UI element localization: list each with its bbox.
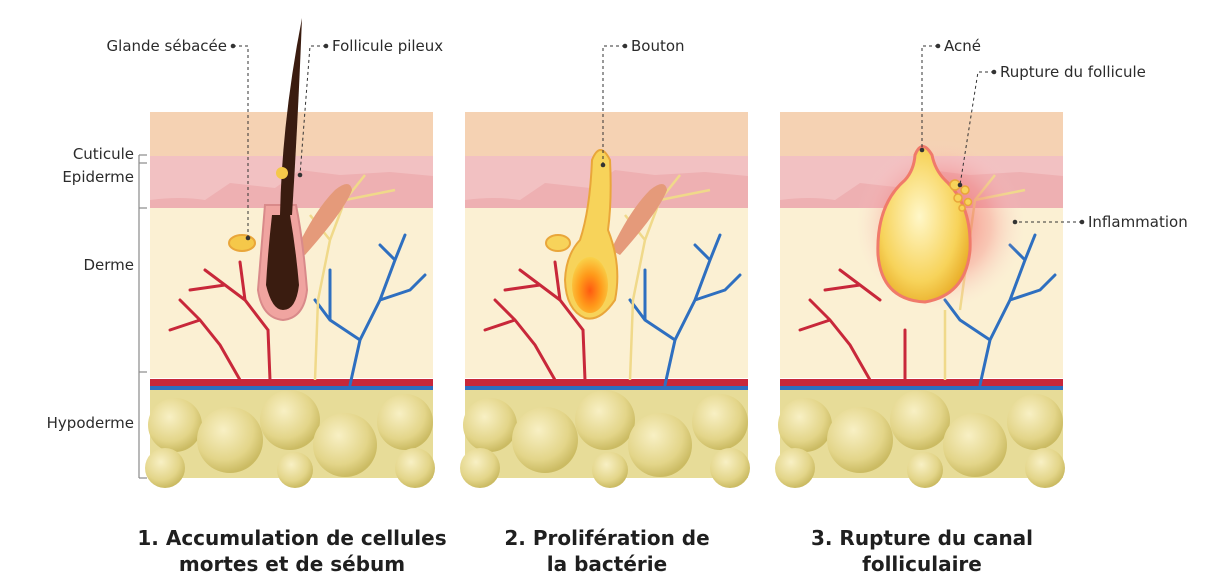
- caption-step-1-line-1: 1. Accumulation de cellules: [127, 525, 457, 551]
- callout-inflammation: Inflammation: [1088, 213, 1188, 231]
- callout-acne: Acné: [944, 37, 981, 55]
- caption-step-1: 1. Accumulation de cellules mortes et de…: [127, 525, 457, 577]
- caption-step-3-line-2: folliculaire: [757, 551, 1087, 577]
- sebaceous-gland: [229, 235, 255, 251]
- vein-band: [150, 386, 433, 390]
- panel-3: [775, 112, 1065, 488]
- caption-step-3: 3. Rupture du canal folliculaire: [757, 525, 1087, 577]
- label-cuticule: Cuticule: [73, 145, 134, 163]
- artery-band: [465, 379, 748, 386]
- artery-band: [150, 379, 433, 386]
- caption-step-3-line-1: 3. Rupture du canal: [757, 525, 1087, 551]
- label-derme: Derme: [83, 256, 134, 274]
- layer-scale: [139, 155, 147, 478]
- artery-band: [780, 379, 1063, 386]
- callout-rupture-du-follicule: Rupture du follicule: [1000, 63, 1146, 81]
- caption-step-1-line-2: mortes et de sébum: [127, 551, 457, 577]
- caption-step-2: 2. Prolifération de la bactérie: [442, 525, 772, 577]
- vein-band: [465, 386, 748, 390]
- cuticle-layer: [465, 112, 748, 156]
- vein-band: [780, 386, 1063, 390]
- caption-step-2-line-1: 2. Prolifération de: [442, 525, 772, 551]
- panel-2: [460, 112, 750, 488]
- sebaceous-gland: [546, 235, 570, 251]
- label-epiderme: Epiderme: [62, 168, 134, 186]
- sebum-plug: [276, 167, 288, 179]
- infected-core: [572, 257, 608, 313]
- label-hypoderme: Hypoderme: [47, 414, 134, 432]
- callout-follicule-pileux: Follicule pileux: [332, 37, 443, 55]
- panel-1: [145, 18, 435, 488]
- callout-glande-sebacee: Glande sébacée: [107, 37, 227, 55]
- callout-bouton: Bouton: [631, 37, 685, 55]
- caption-step-2-line-2: la bactérie: [442, 551, 772, 577]
